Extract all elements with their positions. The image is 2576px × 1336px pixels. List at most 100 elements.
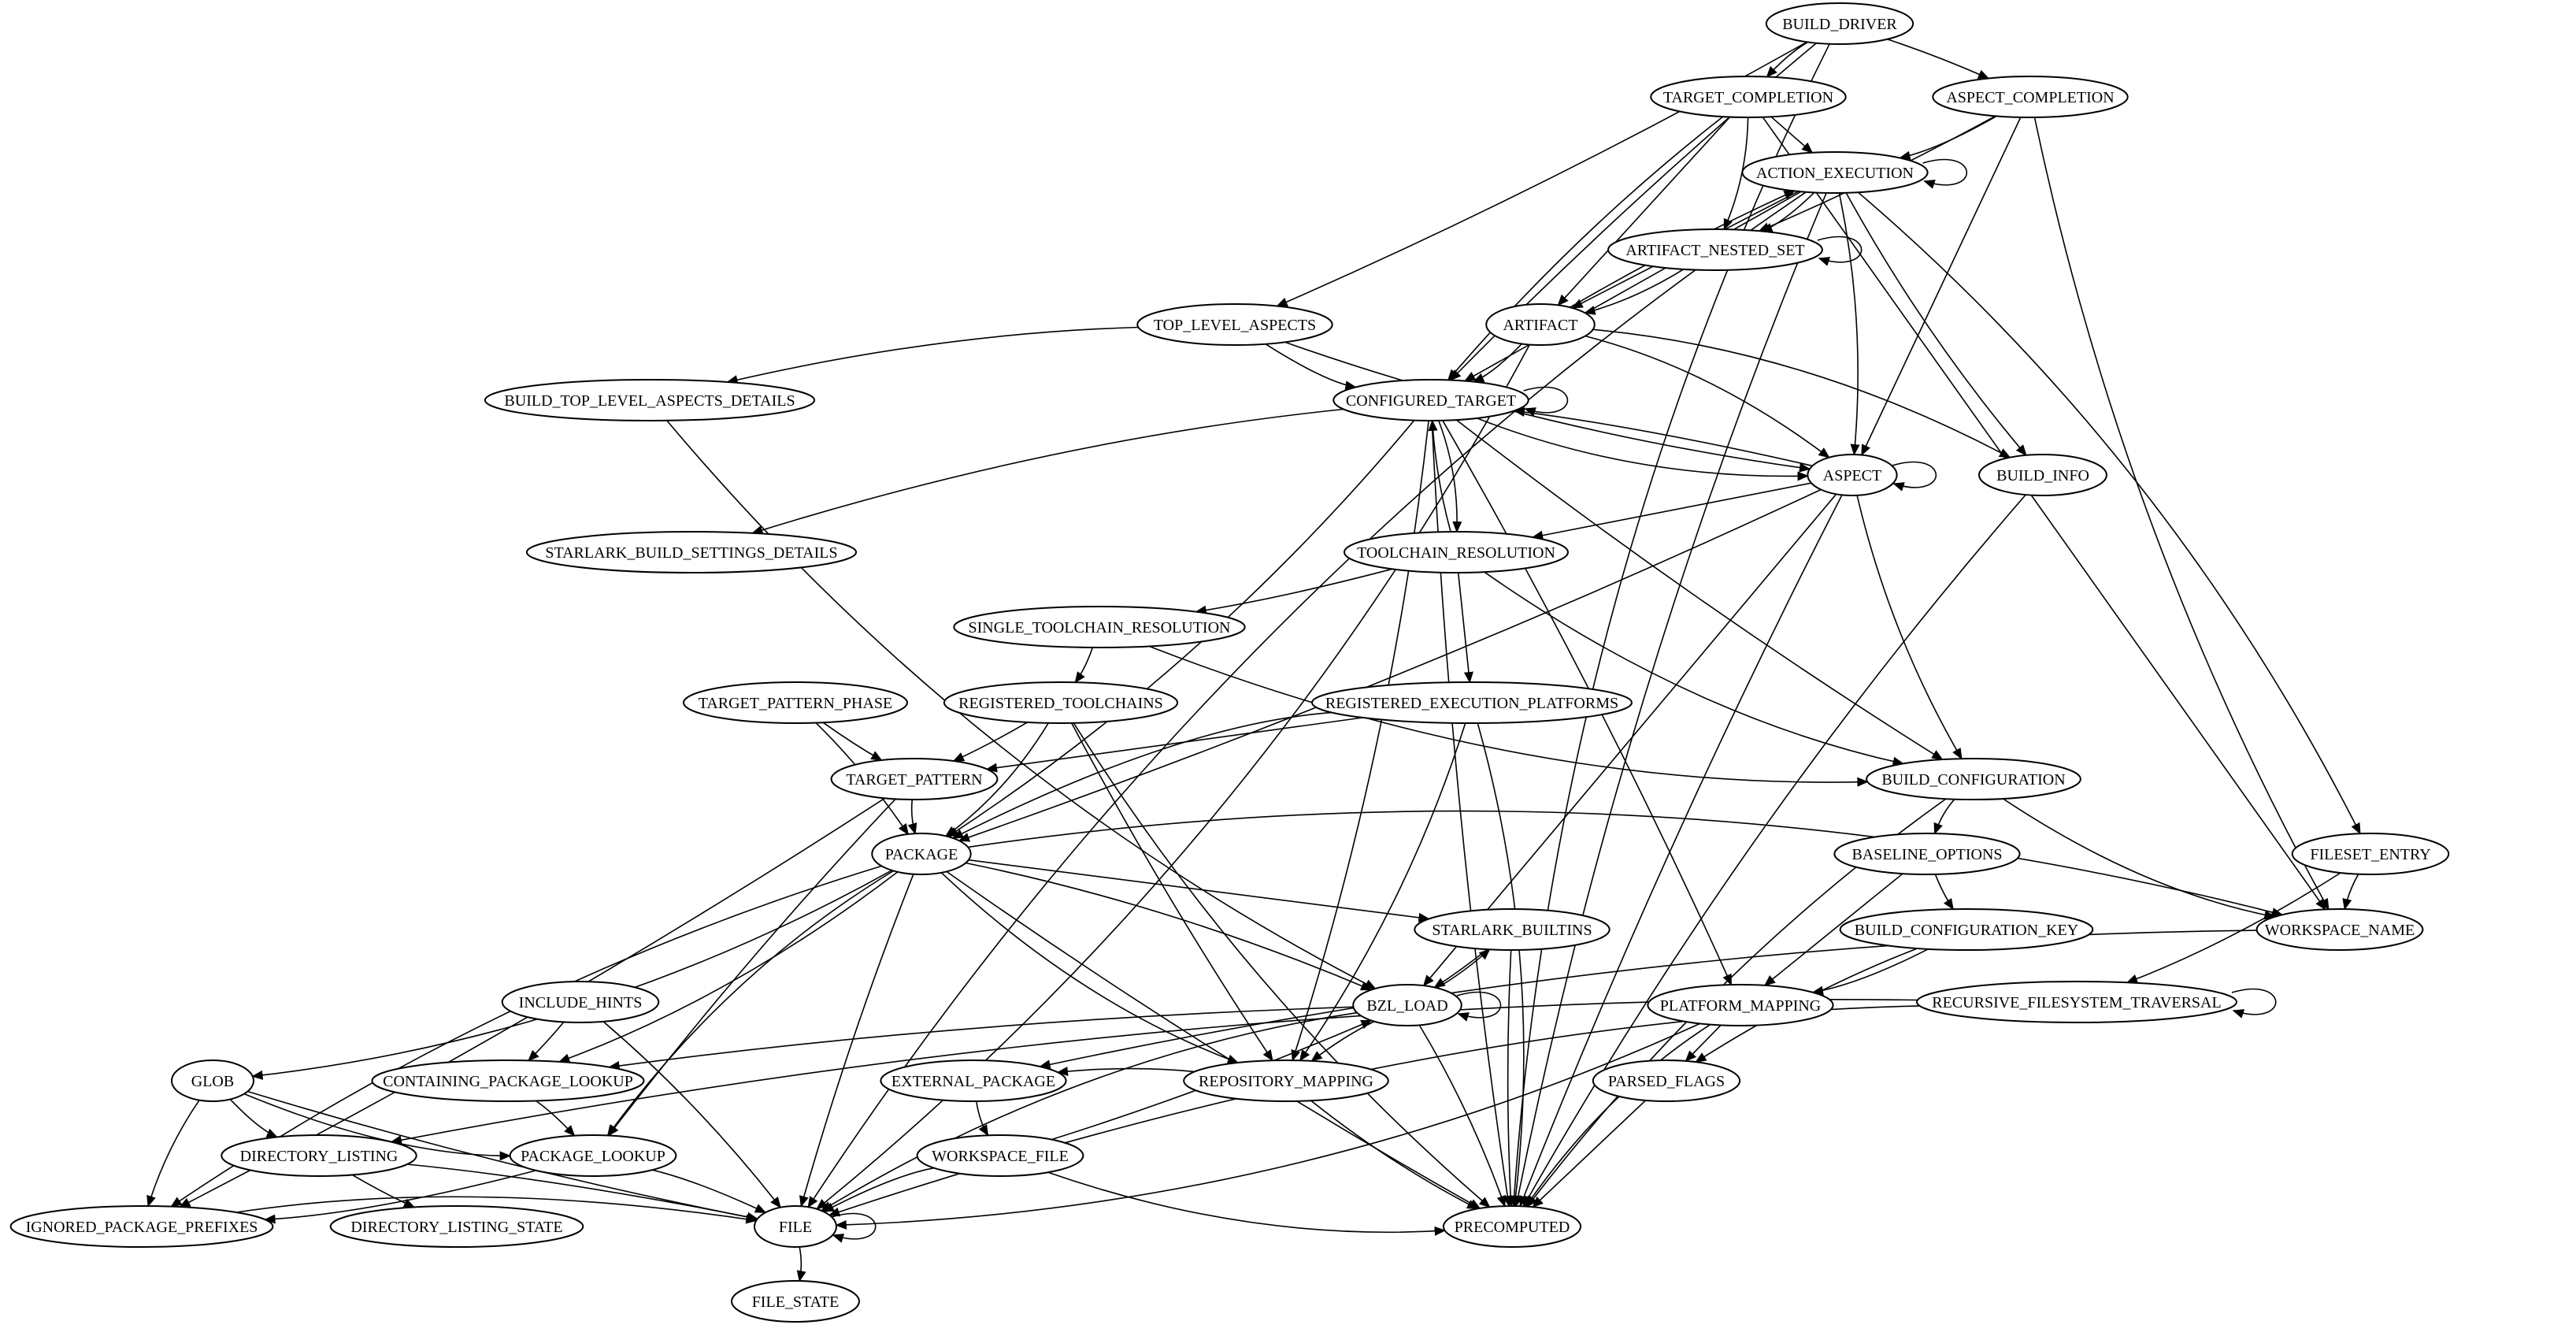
- node-ellipse: [2291, 833, 2450, 875]
- node-ellipse: [1741, 151, 1929, 194]
- node-ellipse: [1352, 984, 1462, 1026]
- edge-registered-toolchains-to-repository-mapping: [1070, 722, 1273, 1062]
- edge-build-configuration-to-workspace-name: [2003, 798, 2276, 920]
- node-registered-execution-platforms: REGISTERED_EXECUTION_PLATFORMS: [1311, 681, 1633, 724]
- edge-baseline-options-to-platform-mapping: [1763, 873, 1903, 986]
- node-label: CONTAINING_PACKAGE_LOOKUP: [383, 1073, 633, 1090]
- edge-action-execution-to-action-execution: [1922, 158, 1967, 189]
- node-label: PACKAGE: [885, 846, 958, 863]
- node-parsed-flags: PARSED_FLAGS: [1592, 1060, 1741, 1102]
- node-ellipse: [329, 1205, 584, 1248]
- node-ellipse: [1607, 228, 1823, 271]
- node-label: CONFIGURED_TARGET: [1346, 392, 1516, 410]
- node-ellipse: [2255, 908, 2424, 951]
- node-label: TARGET_PATTERN_PHASE: [699, 695, 893, 712]
- node-ellipse: [830, 758, 999, 800]
- node-label: FILESET_ENTRY: [2310, 846, 2430, 863]
- node-label: PLATFORM_MAPPING: [1660, 997, 1822, 1015]
- edge-include-hints-to-containing-package-lookup: [528, 1021, 565, 1062]
- node-label: BUILD_DRIVER: [1782, 16, 1897, 33]
- edge-recursive-filesystem-traversal-to-recursive-filesystem-traversal: [2231, 988, 2277, 1019]
- edge-aspect-to-build-configuration: [1856, 495, 1963, 760]
- node-containing-package-lookup: CONTAINING_PACKAGE_LOOKUP: [371, 1060, 645, 1102]
- edge-target-completion-to-action-execution: [1770, 116, 1814, 154]
- edge-starlark-builtins-to-precomputed: [1506, 949, 1516, 1208]
- edge-package-to-file: [799, 874, 914, 1208]
- node-bzl-load: BZL_LOAD: [1352, 984, 1462, 1026]
- node-artifact-nested-set: ARTIFACT_NESTED_SET: [1607, 228, 1823, 271]
- edge-target-pattern-to-package-lookup: [607, 798, 896, 1137]
- node-label: BUILD_TOP_LEVEL_ASPECTS_DETAILS: [504, 392, 795, 410]
- edge-package-to-workspace-name: [968, 810, 2284, 917]
- node-label: REGISTERED_TOOLCHAINS: [958, 695, 1163, 712]
- node-build-info: BUILD_INFO: [1978, 454, 2107, 496]
- node-label: WORKSPACE_NAME: [2265, 922, 2415, 939]
- node-artifact: ARTIFACT: [1485, 303, 1596, 346]
- node-label: BZL_LOAD: [1366, 997, 1447, 1015]
- node-ellipse: [1136, 303, 1333, 346]
- node-label: BUILD_CONFIGURATION: [1881, 771, 2065, 789]
- node-fileset-entry: FILESET_ENTRY: [2291, 833, 2450, 875]
- node-ellipse: [1932, 76, 2129, 118]
- node-build-driver: BUILD_DRIVER: [1765, 2, 1914, 45]
- node-label: GLOB: [191, 1073, 234, 1090]
- edge-target-completion-to-workspace-name: [1762, 117, 2326, 911]
- node-ellipse: [171, 1060, 254, 1102]
- edge-configured-target-to-package: [947, 420, 1415, 837]
- edge-aspect-to-configured-target: [1513, 407, 1813, 467]
- edge-registered-execution-platforms-to-precomputed: [1477, 722, 1525, 1208]
- edge-package-to-package-lookup: [606, 870, 895, 1137]
- node-include-hints: INCLUDE_HINTS: [501, 981, 660, 1023]
- edge-glob-to-ignored-package-prefixes: [146, 1100, 200, 1208]
- node-ellipse: [754, 1205, 837, 1248]
- node-ellipse: [221, 1134, 417, 1177]
- edge-action-execution-to-configured-target: [1463, 191, 1802, 382]
- edge-target-pattern-to-package: [907, 799, 917, 835]
- edge-platform-mapping-to-file: [835, 1022, 1700, 1230]
- edge-parsed-flags-to-precomputed: [1532, 1100, 1647, 1208]
- edge-action-execution-to-precomputed: [1513, 192, 1827, 1208]
- node-label: WORKSPACE_FILE: [932, 1148, 1069, 1165]
- node-label: ASPECT_COMPLETION: [1946, 89, 2114, 106]
- node-label: FILE: [779, 1219, 812, 1236]
- edge-toolchain-resolution-to-registered-execution-platforms: [1457, 572, 1473, 684]
- node-ellipse: [1839, 908, 2094, 951]
- edge-repository-mapping-to-external-package: [1056, 1066, 1195, 1077]
- edge-bzl-load-to-containing-package-lookup: [608, 1006, 1354, 1071]
- node-configured-target: CONFIGURED_TARGET: [1332, 379, 1529, 421]
- node-workspace-file: WORKSPACE_FILE: [916, 1134, 1084, 1177]
- node-ellipse: [1442, 1205, 1582, 1248]
- edge-aspect-to-toolchain-resolution: [1531, 482, 1812, 540]
- node-build-top-level-aspects-details: BUILD_TOP_LEVEL_ASPECTS_DETAILS: [484, 379, 816, 421]
- node-recursive-filesystem-traversal: RECURSIVE_FILESYSTEM_TRAVERSAL: [1916, 981, 2237, 1023]
- edge-action-execution-to-artifact-nested-set: [1761, 191, 1815, 232]
- edge-package-to-containing-package-lookup: [558, 871, 899, 1063]
- edge-configured-target-to-configured-target: [1523, 386, 1569, 417]
- node-ellipse: [1344, 531, 1569, 573]
- edge-aspect-completion-to-aspect: [1861, 117, 2022, 456]
- edge-include-hints-to-file: [602, 1021, 781, 1208]
- edge-configured-target-to-toolchain-resolution: [1438, 420, 1462, 533]
- edge-package-to-starlark-builtins: [968, 859, 1430, 922]
- edge-action-execution-to-aspect: [1838, 192, 1860, 456]
- node-label: TOOLCHAIN_RESOLUTION: [1357, 544, 1555, 562]
- node-registered-toolchains: REGISTERED_TOOLCHAINS: [943, 681, 1179, 724]
- node-label: TOP_LEVEL_ASPECTS: [1154, 317, 1316, 334]
- node-ellipse: [501, 981, 660, 1023]
- node-ellipse: [1650, 76, 1847, 118]
- node-starlark-build-settings-details: STARLARK_BUILD_SETTINGS_DETAILS: [525, 531, 858, 573]
- edge-fileset-entry-to-workspace-name: [2342, 874, 2359, 911]
- node-ellipse: [880, 1060, 1067, 1102]
- edge-bzl-load-to-starlark-builtins: [1436, 948, 1491, 989]
- edge-platform-mapping-to-parsed-flags: [1685, 1024, 1722, 1062]
- node-ellipse: [1183, 1060, 1389, 1102]
- edge-file-to-file: [831, 1212, 877, 1243]
- node-label: REGISTERED_EXECUTION_PLATFORMS: [1325, 695, 1618, 712]
- edge-action-execution-to-file: [807, 191, 1807, 1208]
- edge-action-execution-to-fileset-entry: [1857, 191, 2361, 835]
- node-ellipse: [9, 1205, 274, 1248]
- edge-package-to-repository-mapping: [940, 872, 1240, 1064]
- node-action-execution: ACTION_EXECUTION: [1741, 151, 1929, 194]
- node-label: BASELINE_OPTIONS: [1851, 846, 2002, 863]
